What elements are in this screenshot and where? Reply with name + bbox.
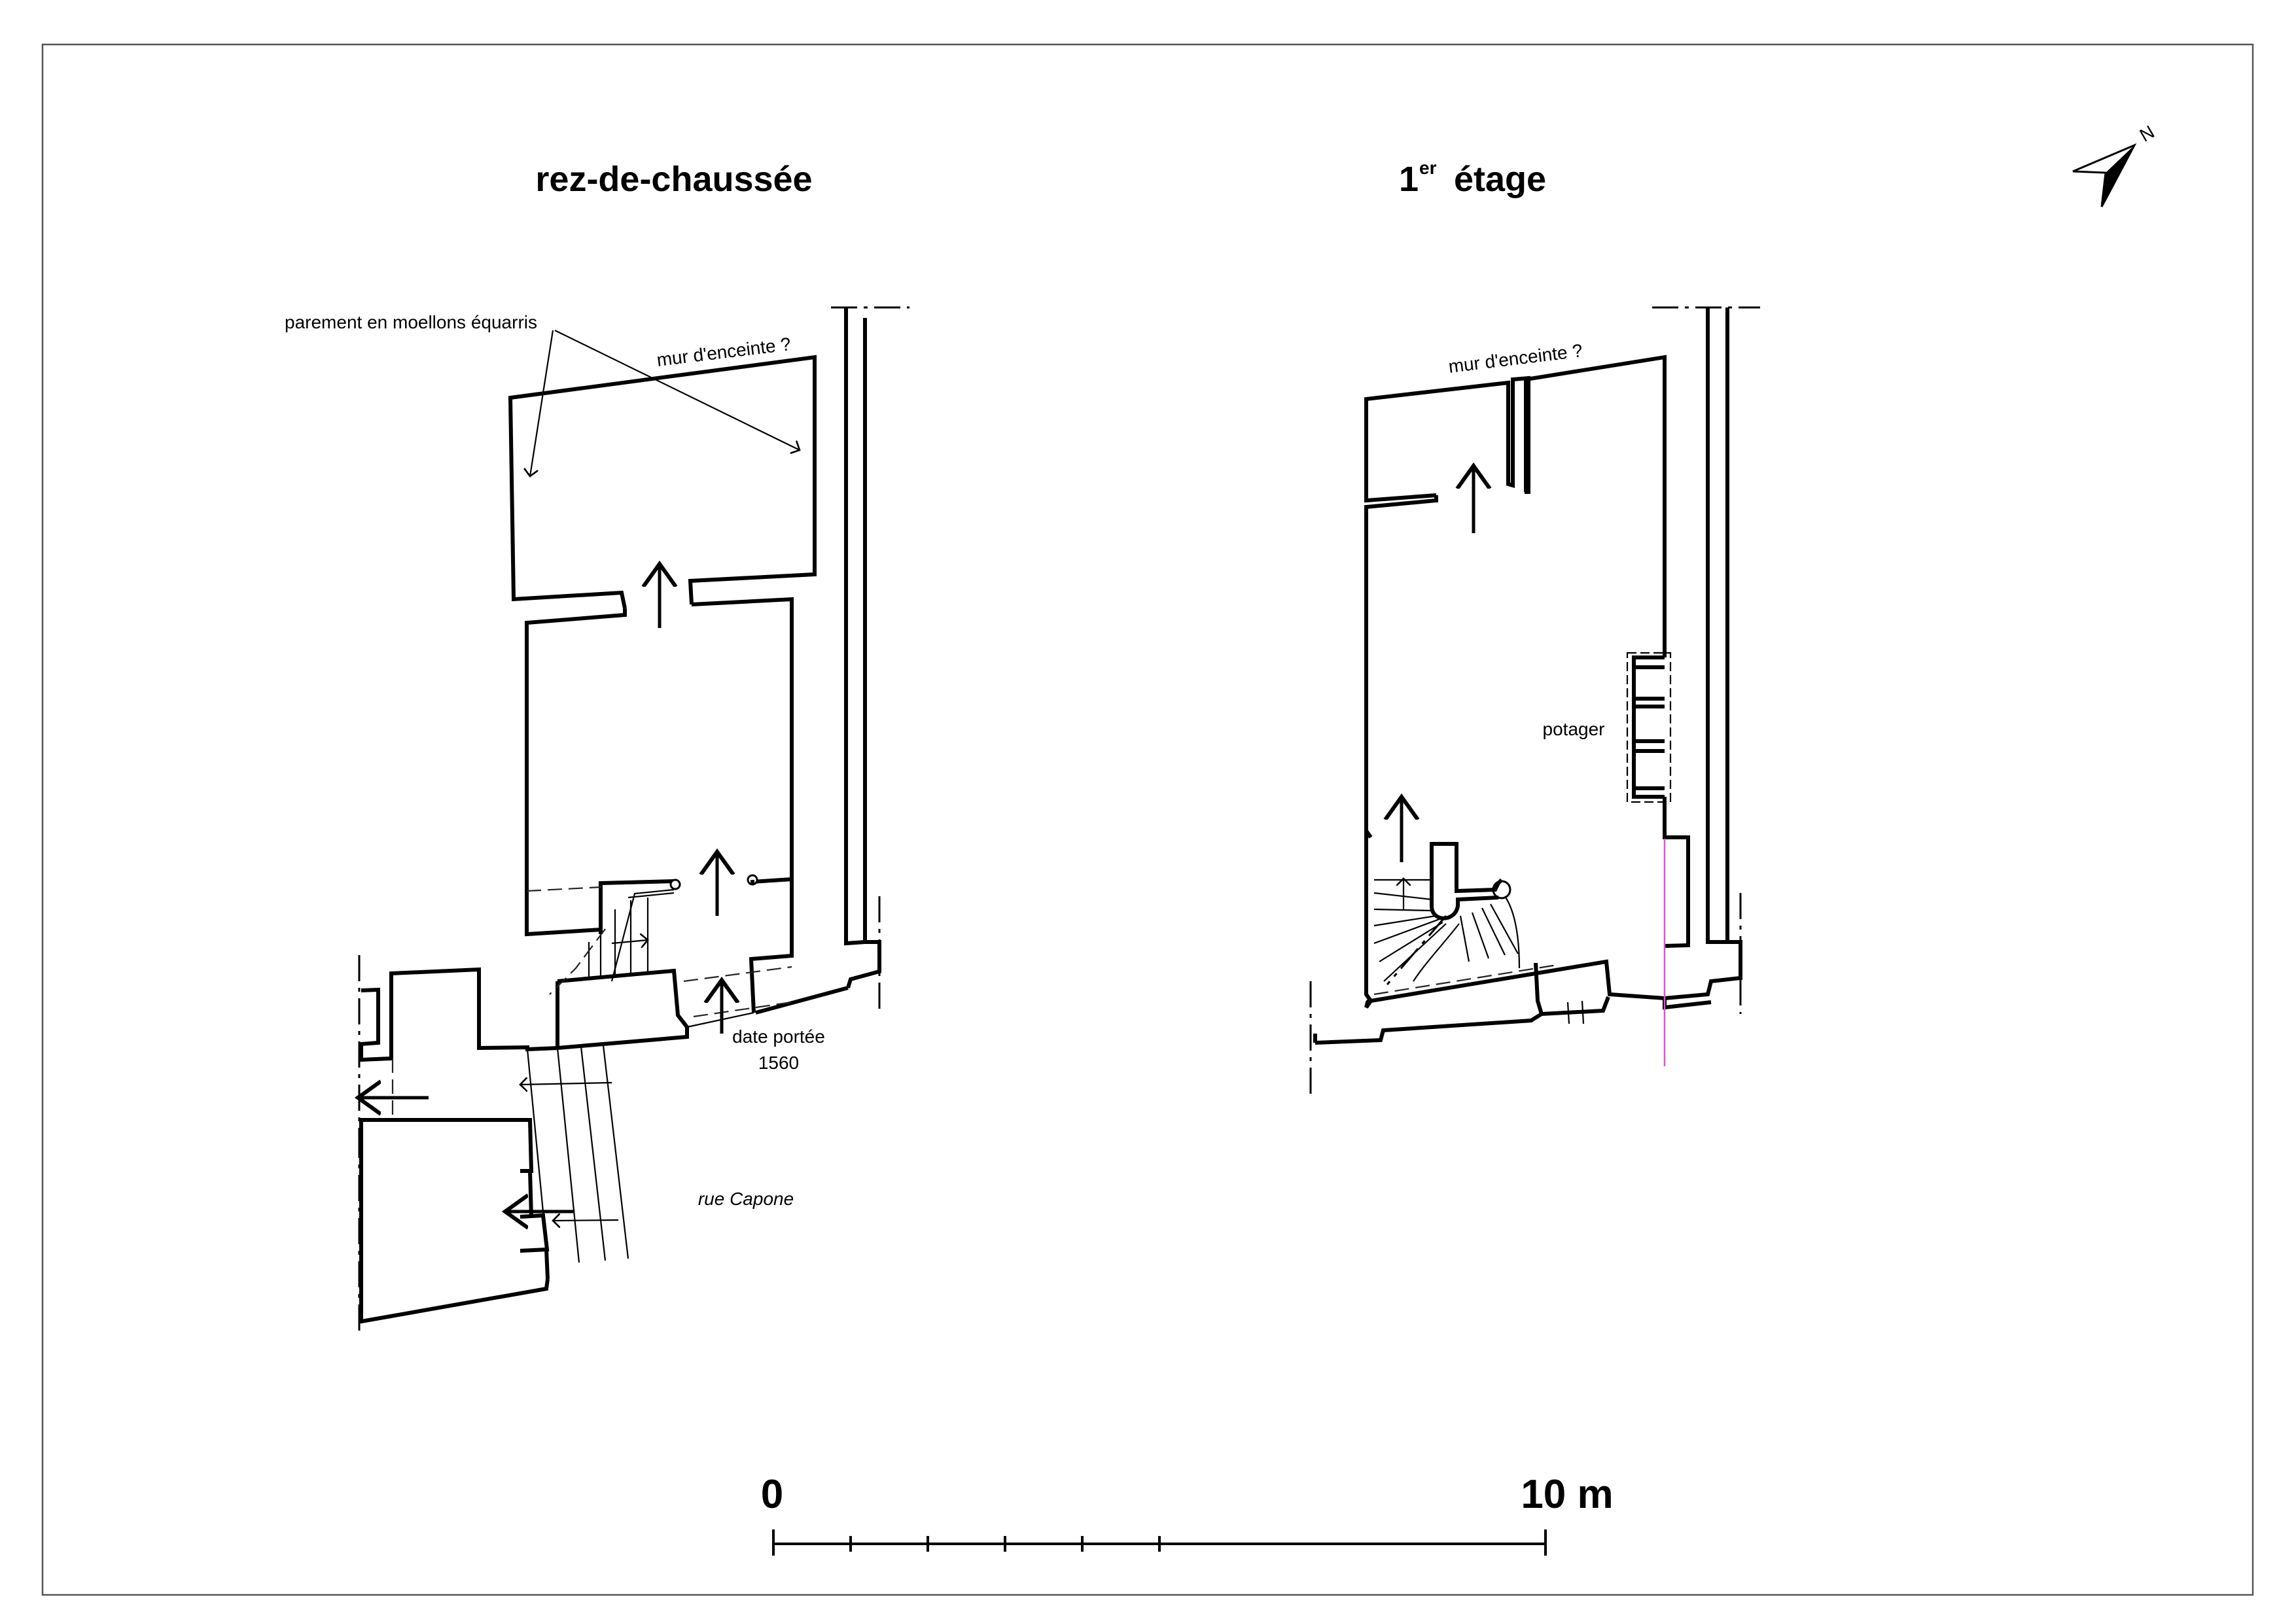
label-enclosure-wall-first: mur d'enceinte ? [1447,340,1583,377]
first-floor-title: 1 er étage [1399,158,1546,199]
label-date-carried: date portée [732,1026,825,1047]
scale-bar: 0 10 m [761,1472,1614,1556]
ground-left-annex-walls [556,981,689,1051]
svg-text:1: 1 [1399,160,1419,199]
ground-floor-title: rez-de-chaussée [535,160,812,199]
first-circulation-arrows [1402,466,1474,862]
ground-floor-plan: parement en moellons équarris mur d'ence… [285,306,910,1335]
label-facing-rubble: parement en moellons équarris [285,312,537,332]
ground-back-room-walls [508,355,817,609]
first-floor-plan: mur d'enceinte ? potager [1309,306,1760,1099]
ground-middle-room-walls [525,608,675,937]
ground-party-wall [844,307,867,946]
first-party-wall [1706,307,1729,944]
ground-external-steps [526,1045,629,1266]
first-stove-potager [1626,652,1672,803]
ground-vestibule-walls [557,968,689,1028]
label-street-name: rue Capone [698,1189,794,1209]
ground-circulation-arrows [358,564,722,1212]
label-potager: potager [1543,719,1605,739]
sheet-frame [41,43,2254,1596]
label-date-value: 1560 [758,1053,799,1073]
first-front-walls [1370,959,1665,1003]
north-arrow-icon: N [2072,122,2158,207]
scale-end-label: 10 m [1521,1472,1613,1517]
first-spiral-staircase [1373,842,1521,985]
svg-text:er: er [1419,158,1437,178]
first-room-walls [1364,375,1530,503]
svg-text:étage: étage [1454,160,1546,199]
scale-start-label: 0 [761,1472,783,1517]
svg-text:N: N [2136,122,2158,146]
ground-lower-room-walls [359,1118,550,1324]
